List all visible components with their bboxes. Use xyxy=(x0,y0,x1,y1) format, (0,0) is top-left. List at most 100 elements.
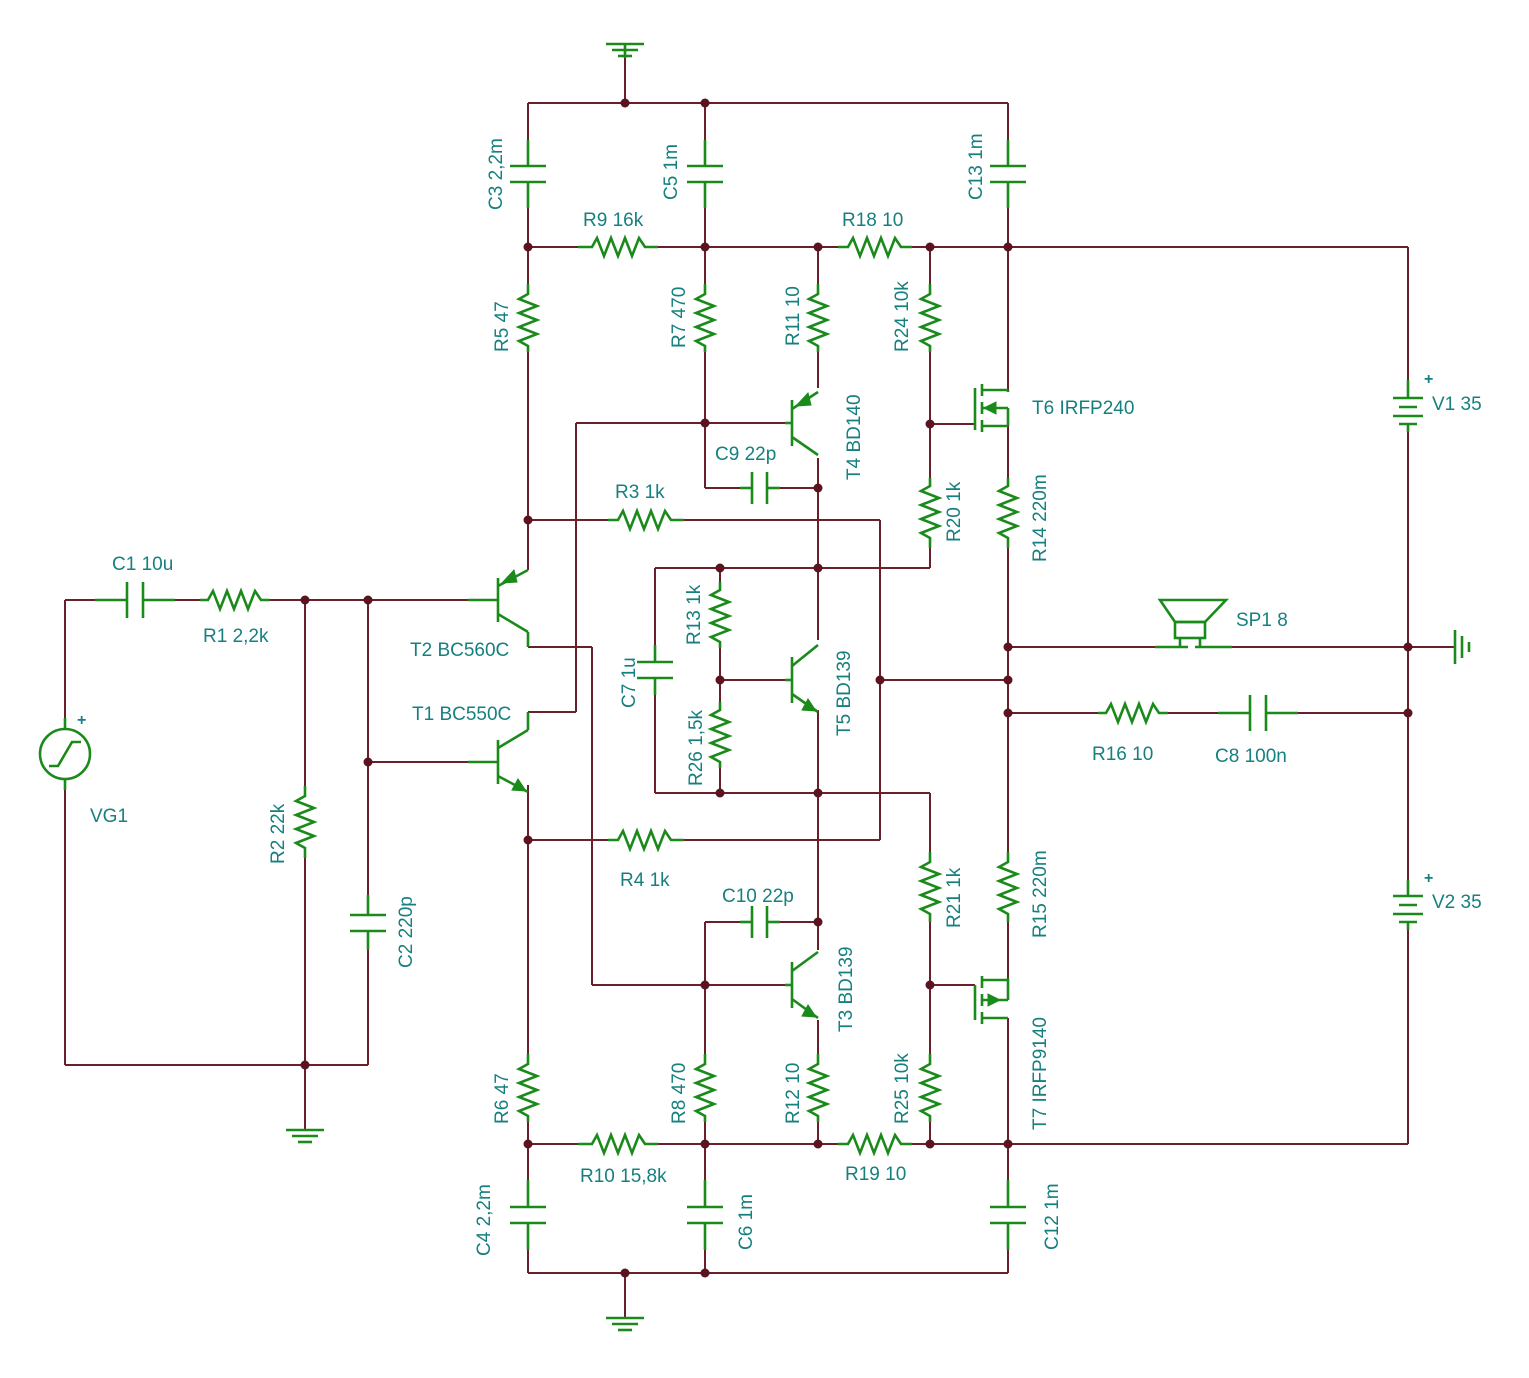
label-C10: C10 22p xyxy=(722,886,794,907)
label-T2: T2 BC560C xyxy=(410,640,509,661)
label-R7: R7 470 xyxy=(669,287,690,348)
resistor-R5-icon xyxy=(515,284,541,352)
label-R10: R10 15,8k xyxy=(580,1166,667,1187)
label-R2: R2 22k xyxy=(268,803,289,864)
ground-top-icon xyxy=(606,42,644,58)
label-R25: R25 10k xyxy=(892,1053,913,1124)
label-C12: C12 1m xyxy=(1042,1183,1063,1250)
resistor-R1-icon xyxy=(200,587,270,613)
label-R13: R13 1k xyxy=(684,584,705,645)
transistor-T4-icon xyxy=(785,390,819,457)
wires xyxy=(64,58,1455,1318)
capacitor-C4-icon xyxy=(510,1180,546,1250)
label-V1: V1 35 xyxy=(1432,394,1482,415)
capacitor-C2-icon xyxy=(350,895,386,950)
resistor-R4-icon xyxy=(608,827,684,853)
resistor-R8-icon xyxy=(692,1054,718,1122)
ground-input-icon xyxy=(286,1128,324,1144)
label-T4: T4 BD140 xyxy=(844,394,865,480)
label-T7: T7 IRFP9140 xyxy=(1030,1017,1051,1130)
capacitor-C7-icon xyxy=(637,645,673,695)
transistor-T2-icon xyxy=(468,568,530,647)
battery-V2-icon xyxy=(1393,880,1423,930)
label-R1: R1 2,2k xyxy=(203,626,269,647)
resistor-R26-icon xyxy=(707,702,733,768)
junction-dots xyxy=(300,98,1413,1278)
label-R14: R14 220m xyxy=(1030,474,1051,562)
resistor-R16-icon xyxy=(1098,700,1168,726)
capacitor-C12-icon xyxy=(990,1180,1026,1250)
v1-plus-mark: + xyxy=(1424,371,1433,388)
label-R26: R26 1,5k xyxy=(686,709,707,786)
resistor-R15-icon xyxy=(995,852,1021,922)
label-C13: C13 1m xyxy=(966,133,987,200)
v2-plus-mark: + xyxy=(1424,870,1433,887)
resistor-R3-icon xyxy=(608,507,684,533)
label-VG1: VG1 xyxy=(90,806,128,827)
label-R21: R21 1k xyxy=(944,867,965,928)
label-C8: C8 100n xyxy=(1215,746,1287,767)
mosfet-T7-icon xyxy=(973,976,1010,1024)
capacitor-C13-icon xyxy=(990,140,1026,208)
resistor-R2-icon xyxy=(292,786,318,858)
label-C5: C5 1m xyxy=(661,144,682,200)
resistor-R20-icon xyxy=(917,478,943,548)
label-V2: V2 35 xyxy=(1432,892,1482,913)
transistor-T5-icon xyxy=(785,643,819,714)
label-R12: R12 10 xyxy=(783,1063,804,1124)
label-R8: R8 470 xyxy=(669,1063,690,1124)
label-R19: R19 10 xyxy=(845,1164,906,1185)
label-R11: R11 10 xyxy=(783,286,804,346)
resistor-R21-icon xyxy=(917,852,943,922)
label-T5: T5 BD139 xyxy=(834,650,855,736)
ground-bottom-icon xyxy=(606,1316,644,1332)
label-C2: C2 220p xyxy=(396,896,417,968)
label-R5: R5 47 xyxy=(492,301,513,352)
label-R4: R4 1k xyxy=(620,870,670,891)
label-R3: R3 1k xyxy=(615,482,665,503)
label-SP1: SP1 8 xyxy=(1236,610,1288,631)
label-R6: R6 47 xyxy=(492,1073,513,1124)
label-C6: C6 1m xyxy=(736,1194,757,1250)
capacitor-C9-icon xyxy=(740,472,780,504)
resistor-R14-icon xyxy=(995,478,1021,548)
speaker-SP1-icon xyxy=(1155,598,1232,649)
label-C9: C9 22p xyxy=(715,444,776,465)
capacitor-C3-icon xyxy=(510,140,546,208)
transistor-T3-icon xyxy=(785,950,819,1020)
vg1-plus-mark: + xyxy=(77,712,86,729)
resistor-R12-icon xyxy=(805,1054,831,1122)
label-R24: R24 10k xyxy=(892,281,913,352)
label-C4: C4 2,2m xyxy=(474,1184,495,1256)
ground-output-icon xyxy=(1453,630,1471,664)
capacitor-C8-icon xyxy=(1218,695,1298,731)
label-C1: C1 10u xyxy=(112,554,173,575)
resistor-R11-icon xyxy=(805,284,831,352)
resistor-R24-icon xyxy=(917,284,943,352)
label-R18: R18 10 xyxy=(842,210,903,231)
capacitor-C6-icon xyxy=(687,1180,723,1250)
label-C7: C7 1u xyxy=(619,657,640,708)
battery-V1-icon xyxy=(1393,380,1423,432)
resistor-R9-icon xyxy=(578,234,658,260)
capacitor-C5-icon xyxy=(687,140,723,208)
resistor-R13-icon xyxy=(707,582,733,648)
resistor-R10-icon xyxy=(578,1131,658,1157)
label-T3: T3 BD139 xyxy=(836,946,857,1032)
capacitor-C10-icon xyxy=(740,906,780,938)
resistor-R25-icon xyxy=(917,1054,943,1122)
resistor-R18-icon xyxy=(838,234,912,260)
label-R15: R15 220m xyxy=(1030,850,1051,938)
mosfet-T6-icon xyxy=(973,384,1010,432)
label-R20: R20 1k xyxy=(944,481,965,542)
signal-generator-VG1-icon xyxy=(38,718,92,790)
label-T6: T6 IRFP240 xyxy=(1032,398,1134,419)
resistor-R6-icon xyxy=(515,1054,541,1122)
label-C3: C3 2,2m xyxy=(486,138,507,210)
transistor-T1-icon xyxy=(468,712,530,794)
label-R9: R9 16k xyxy=(583,210,644,231)
label-R16: R16 10 xyxy=(1092,744,1153,765)
resistor-R19-icon xyxy=(838,1131,912,1157)
resistor-R7-icon xyxy=(692,284,718,352)
